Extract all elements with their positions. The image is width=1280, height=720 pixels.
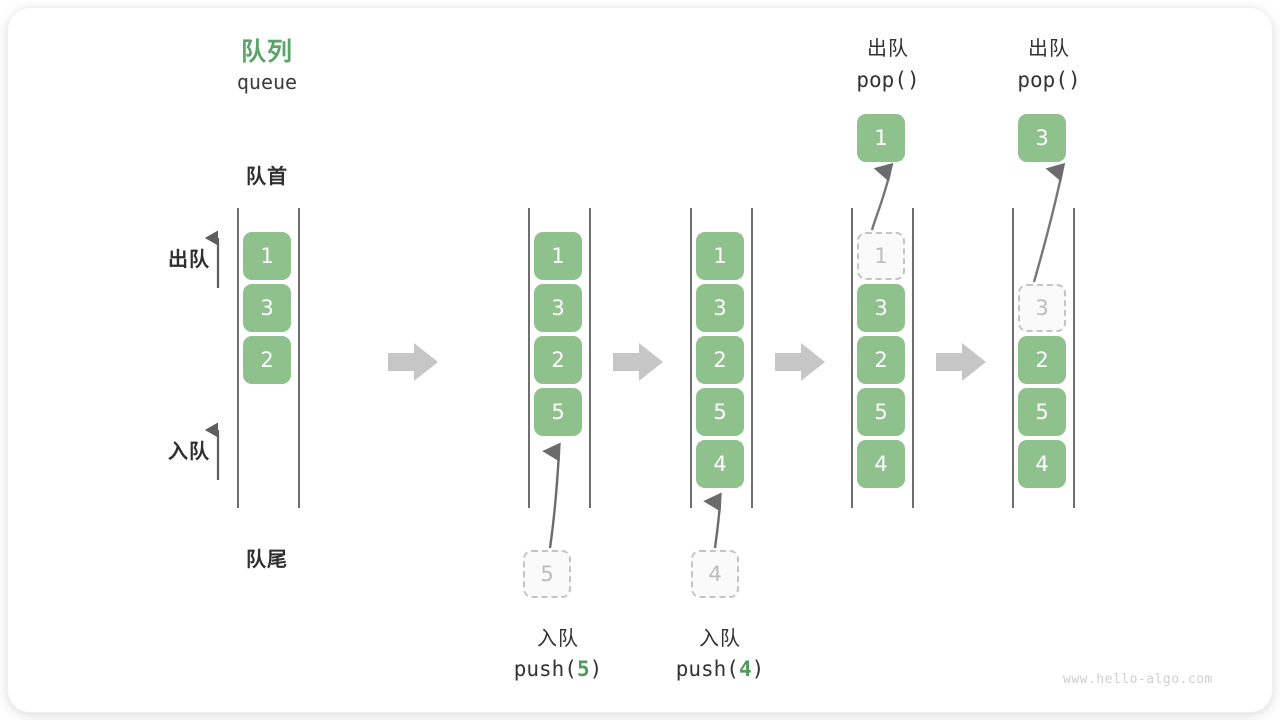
rail-right — [589, 208, 591, 508]
pop1-label-code: pop() — [856, 68, 920, 92]
step-arrow-icon — [388, 343, 438, 381]
queue-cell: 1 — [534, 232, 582, 280]
push4-label-code: push(4) — [625, 657, 815, 681]
queue-cell: 5 — [1018, 388, 1066, 436]
queue-cell: 2 — [696, 336, 744, 384]
popped-cell-2: 3 — [1018, 114, 1066, 162]
rail-left — [237, 208, 239, 508]
rail-left — [851, 208, 853, 508]
pop2-label-cn: 出队 — [1028, 36, 1070, 60]
rail-left — [1012, 208, 1014, 508]
queue-cell: 2 — [857, 336, 905, 384]
queue-cell: 2 — [243, 336, 291, 384]
rail-right — [912, 208, 914, 508]
outgoing-ghost-cell: 1 — [857, 232, 905, 280]
queue-cell: 3 — [243, 284, 291, 332]
push4-fn: push( — [675, 657, 739, 681]
queue-cell: 1 — [696, 232, 744, 280]
queue-cell: 3 — [857, 284, 905, 332]
outgoing-ghost-cell: 3 — [1018, 284, 1066, 332]
queue-cell: 3 — [534, 284, 582, 332]
label-queue-front: 队首 — [246, 164, 288, 188]
label-queue-rear: 队尾 — [246, 547, 288, 571]
push5-label-cn: 入队 — [537, 626, 579, 650]
rail-right — [751, 208, 753, 508]
pop1-label-cn: 出队 — [867, 36, 909, 60]
pop2-label-code: pop() — [1017, 68, 1081, 92]
queue-cell-new: 5 — [534, 388, 582, 436]
push5-label-code: push(5) — [463, 657, 653, 681]
step-arrow-icon — [936, 343, 986, 381]
push5-fn: push( — [513, 657, 577, 681]
step-arrow-icon — [775, 343, 825, 381]
push5-fn-close: ) — [589, 657, 603, 681]
push4-arg: 4 — [738, 657, 752, 681]
queue-cell: 5 — [857, 388, 905, 436]
watermark: www.hello-algo.com — [1063, 672, 1213, 687]
queue-cell: 5 — [696, 388, 744, 436]
label-enqueue: 入队 — [168, 439, 210, 463]
popped-cell-1: 1 — [857, 114, 905, 162]
rail-right — [298, 208, 300, 508]
rail-left — [690, 208, 692, 508]
push4-label-cn: 入队 — [699, 626, 741, 650]
step-arrow-icon — [613, 343, 663, 381]
push5-arg: 5 — [576, 657, 590, 681]
incoming-ghost-cell: 5 — [523, 550, 571, 598]
queue-cell-new: 4 — [696, 440, 744, 488]
queue-cell: 4 — [1018, 440, 1066, 488]
queue-cell: 4 — [857, 440, 905, 488]
incoming-ghost-cell: 4 — [691, 550, 739, 598]
label-dequeue: 出队 — [168, 247, 210, 271]
push4-fn-close: ) — [751, 657, 765, 681]
queue-cell: 1 — [243, 232, 291, 280]
queue-cell: 2 — [534, 336, 582, 384]
diagram-title-en: queue — [236, 70, 298, 94]
diagram-title-cn: 队列 — [240, 37, 293, 66]
queue-cell: 3 — [696, 284, 744, 332]
queue-cell: 2 — [1018, 336, 1066, 384]
rail-left — [528, 208, 530, 508]
rail-right — [1073, 208, 1075, 508]
